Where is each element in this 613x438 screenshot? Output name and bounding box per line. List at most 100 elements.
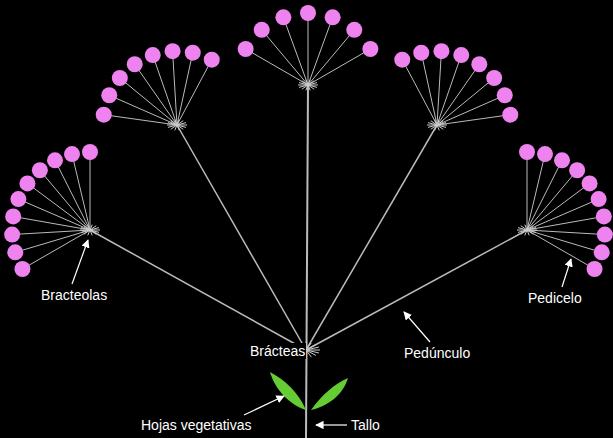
- pedicel: [527, 170, 577, 230]
- flower: [582, 175, 598, 191]
- pedicel: [246, 49, 308, 85]
- flower: [591, 191, 607, 207]
- flower: [112, 70, 128, 86]
- pedicel: [262, 30, 308, 85]
- bract: [81, 230, 90, 232]
- bract: [175, 120, 177, 125]
- pedicel: [308, 13, 309, 85]
- part-label: Pedicelo: [527, 290, 583, 306]
- bract: [177, 125, 179, 130]
- peduncle: [306, 125, 437, 350]
- bract: [306, 80, 308, 85]
- pedicel: [173, 51, 177, 125]
- flower: [325, 9, 341, 25]
- flower: [502, 107, 518, 123]
- flower: [127, 56, 143, 72]
- flower: [96, 107, 112, 123]
- pedicel: [308, 49, 370, 85]
- pedicel: [72, 154, 90, 230]
- pedicel: [527, 152, 528, 230]
- flower: [32, 162, 48, 178]
- flower: [275, 9, 291, 25]
- pedicel: [135, 64, 177, 125]
- bract: [435, 120, 437, 125]
- flower: [537, 146, 553, 162]
- bract: [308, 83, 317, 85]
- flower: [519, 144, 535, 160]
- pedicel: [283, 17, 308, 85]
- bract: [306, 350, 311, 357]
- flower: [47, 152, 63, 168]
- pedicel: [308, 30, 354, 85]
- bract: [437, 125, 439, 130]
- leaf: [311, 378, 348, 410]
- pedicel: [308, 17, 333, 85]
- bract: [90, 228, 99, 230]
- pedicel: [527, 216, 604, 230]
- bract: [168, 125, 177, 127]
- bract: [428, 125, 437, 127]
- leader-arrow: [562, 259, 571, 287]
- bract: [527, 228, 536, 230]
- flower: [394, 52, 410, 68]
- flower: [594, 244, 610, 260]
- bract: [308, 85, 310, 90]
- part-label: Bracteolas: [40, 287, 108, 303]
- pedicel: [527, 199, 599, 230]
- flower: [145, 47, 161, 63]
- pedicel: [55, 160, 90, 230]
- flower: [569, 162, 585, 178]
- peduncle: [306, 230, 527, 350]
- leaf: [270, 372, 306, 410]
- flower: [346, 22, 362, 38]
- leader-arrow: [72, 240, 88, 284]
- flower: [19, 175, 35, 191]
- flower: [471, 56, 487, 72]
- flower: [4, 227, 20, 243]
- part-label: Pedúnculo: [403, 345, 471, 361]
- pedicel: [527, 230, 595, 269]
- pedicel: [527, 230, 602, 252]
- flower: [300, 5, 316, 21]
- bract: [90, 230, 92, 235]
- bract: [177, 123, 186, 125]
- part-label: Brácteas: [249, 343, 306, 359]
- flower: [238, 41, 254, 57]
- pedicel: [177, 53, 193, 125]
- flower: [587, 261, 603, 277]
- part-label: Tallo: [350, 417, 381, 433]
- leader-arrow: [244, 396, 284, 415]
- flower: [10, 191, 26, 207]
- bract: [527, 230, 529, 235]
- leader-arrow: [404, 312, 430, 342]
- flower: [101, 87, 117, 103]
- pedicel: [437, 115, 510, 125]
- bract: [299, 85, 308, 87]
- bract: [525, 225, 527, 230]
- pedicel: [177, 60, 212, 125]
- pedicel: [402, 60, 437, 125]
- flower: [254, 22, 270, 38]
- flower: [165, 43, 181, 59]
- bract: [437, 123, 446, 125]
- flower: [597, 227, 613, 243]
- flower: [497, 87, 513, 103]
- flower: [453, 47, 469, 63]
- peduncle: [177, 125, 306, 350]
- flower: [433, 43, 449, 59]
- pedicel: [90, 152, 91, 230]
- flower: [14, 261, 30, 277]
- bract: [88, 225, 90, 230]
- leader-arrow: [316, 424, 347, 425]
- flower: [7, 244, 23, 260]
- peduncle: [90, 230, 306, 350]
- pedicel: [421, 53, 437, 125]
- pedicel: [13, 216, 90, 230]
- flower: [596, 208, 612, 224]
- flower: [554, 152, 570, 168]
- flower: [204, 52, 220, 68]
- flower: [64, 146, 80, 162]
- stem: [306, 85, 308, 438]
- flower: [5, 208, 21, 224]
